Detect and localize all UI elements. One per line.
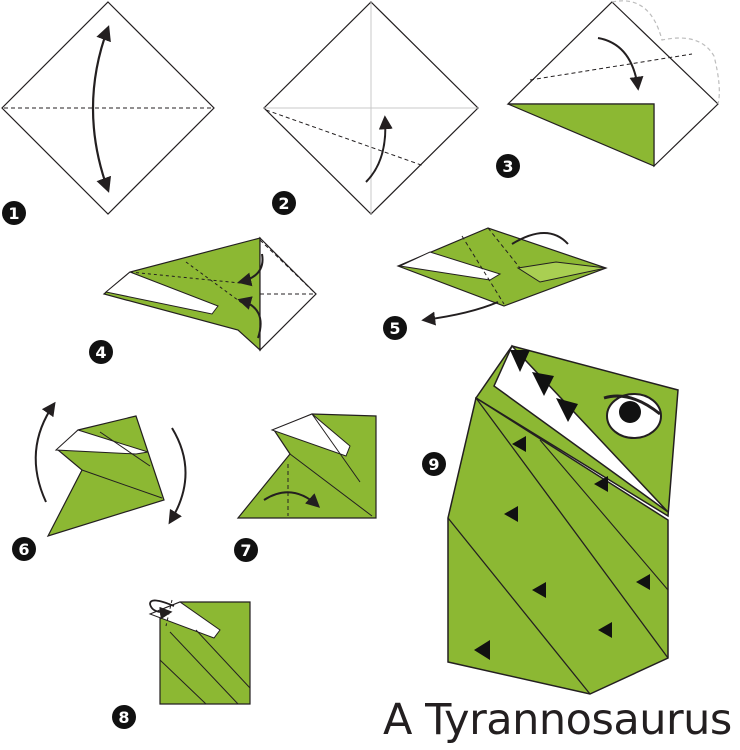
t-rex-tooth-1 — [510, 350, 530, 372]
step-4-fold-arrow-top — [237, 253, 264, 287]
step-5-diagram — [396, 227, 608, 326]
step-8-reverse-fold-arrow — [149, 599, 175, 620]
step-1-number: 1 — [8, 204, 19, 223]
step-1-badge: 1 — [2, 201, 26, 225]
step-6-crease-2 — [99, 431, 151, 467]
step-3-diagram — [506, 0, 720, 168]
step-7-fold-arrow — [263, 491, 321, 508]
step-5-valley-fold-line-2 — [487, 227, 521, 269]
step-5-number: 5 — [389, 319, 400, 338]
step-6-paper-green — [46, 415, 165, 537]
step-4-fold-arrow-bottom — [237, 296, 262, 339]
step-3-ghost-outline — [611, 0, 720, 105]
step-9-tyrannosaurus — [447, 344, 679, 695]
step-5-white-strip — [398, 251, 502, 281]
step-4-valley-fold-line-top — [259, 239, 317, 295]
step-6-rotate-arrow-right — [168, 427, 187, 525]
step-4-number: 4 — [95, 343, 106, 362]
step-5-fold-arrow — [421, 301, 499, 326]
t-rex-tooth-2 — [532, 372, 554, 396]
step-4-white-strip — [104, 271, 219, 315]
step-8-number: 8 — [118, 708, 129, 727]
step-1-diagram — [1, 1, 215, 215]
step-1-fold-arrow — [91, 25, 112, 193]
step-6-badge: 6 — [12, 537, 36, 561]
t-rex-spot — [636, 574, 650, 590]
t-rex-crease-3 — [539, 439, 669, 591]
step-8-crease-1 — [159, 659, 207, 705]
step-8-crease-2 — [169, 631, 239, 705]
step-6-crease-1 — [81, 469, 163, 499]
t-rex-tooth-3 — [556, 398, 578, 422]
step-5-turn-arrow — [511, 232, 569, 245]
t-rex-spot — [598, 622, 612, 638]
step-9-badge: 9 — [422, 452, 446, 476]
t-rex-crease-2 — [475, 397, 669, 659]
step-8-crease-3 — [195, 629, 251, 689]
step-7-number: 7 — [240, 541, 251, 560]
step-5-badge: 5 — [383, 316, 407, 340]
t-rex-mouth — [493, 344, 669, 513]
step-7-diagram — [236, 413, 377, 519]
step-3-paper-green-flap — [507, 103, 655, 167]
step-6-diagram — [34, 401, 187, 537]
t-rex-spot — [504, 506, 518, 522]
step-6-white-strip — [54, 429, 149, 455]
step-3-valley-fold-line — [529, 53, 693, 81]
step-6-rotate-arrow-left — [34, 401, 56, 503]
step-8-badge: 8 — [112, 705, 136, 729]
step-3-badge: 3 — [496, 154, 520, 178]
step-8-diagram — [148, 599, 251, 705]
step-5-valley-fold-line-1 — [461, 235, 505, 305]
page-title: A Tyrannosaurus — [383, 695, 732, 745]
t-rex-spot — [594, 476, 608, 492]
step-7-badge: 7 — [234, 538, 258, 562]
t-rex-spot — [512, 436, 526, 452]
step-2-diagram — [263, 1, 479, 215]
t-rex-spot — [474, 640, 490, 660]
step-7-crease-2 — [311, 413, 361, 483]
step-2-number: 2 — [278, 194, 289, 213]
step-4-crease-1 — [129, 271, 251, 285]
step-2-badge: 2 — [272, 191, 296, 215]
step-4-badge: 4 — [89, 340, 113, 364]
step-3-fold-arrow — [597, 37, 644, 91]
t-rex-crease-1 — [447, 517, 591, 695]
step-6-number: 6 — [18, 540, 29, 559]
step-4-diagram — [102, 236, 317, 352]
step-4-crease-2 — [185, 261, 247, 307]
t-rex-eye — [603, 393, 662, 439]
step-2-fold-arrow — [365, 115, 393, 183]
t-rex-spot — [532, 582, 546, 598]
step-7-crease-1 — [289, 453, 373, 517]
step-3-number: 3 — [502, 157, 513, 176]
step-7-white-strip — [270, 413, 351, 457]
step-5-inner-flap — [516, 261, 607, 283]
step-9-number: 9 — [428, 455, 439, 474]
